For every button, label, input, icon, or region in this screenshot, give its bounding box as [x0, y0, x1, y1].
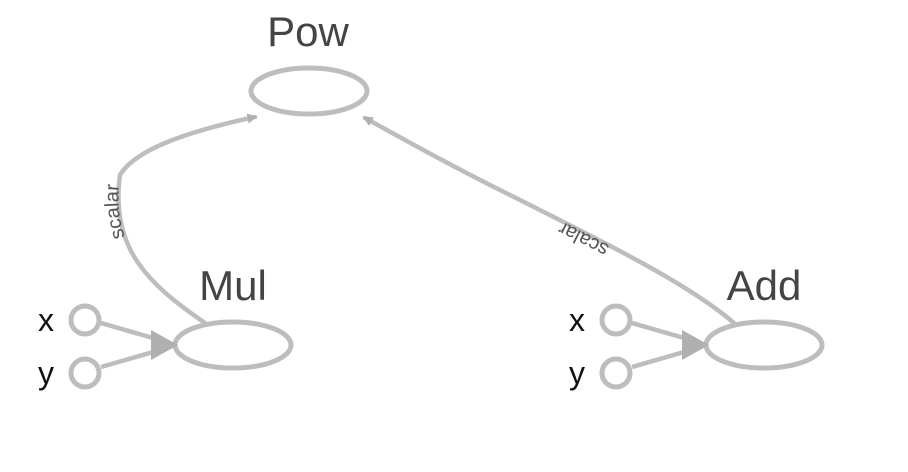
port-mul-y[interactable] — [68, 356, 102, 390]
edge-mul-to-pow[interactable] — [116, 113, 258, 326]
port-label-add-x: x — [569, 302, 585, 338]
node-ellipse-mul[interactable] — [172, 319, 294, 371]
port-edge-add-y — [631, 347, 692, 370]
port-edge-mul-x — [100, 320, 161, 343]
port-label-mul-y: y — [38, 355, 54, 391]
node-title-mul: Mul — [199, 262, 267, 309]
edge-label-add-pow: scalar — [555, 217, 613, 261]
edge-add-to-pow[interactable] — [362, 115, 737, 326]
port-edge-mul-y — [100, 347, 161, 370]
port-add-y[interactable] — [599, 356, 633, 390]
edge-label-mul-pow: scalar — [101, 183, 129, 242]
port-edge-add-x — [631, 320, 692, 343]
port-label-mul-x: x — [38, 302, 54, 338]
port-add-x[interactable] — [599, 303, 633, 337]
node-title-add: Add — [727, 262, 802, 309]
node-pow[interactable]: Pow — [248, 8, 370, 117]
port-label-add-y: y — [569, 355, 585, 391]
arrowhead-add-y — [682, 340, 709, 360]
port-mul-x[interactable] — [68, 303, 102, 337]
node-ellipse-pow[interactable] — [248, 65, 370, 117]
arrowhead-mul-y — [151, 340, 178, 360]
node-ellipse-add[interactable] — [703, 319, 825, 371]
node-add[interactable]: Add x y — [569, 262, 825, 391]
node-mul[interactable]: Mul x y — [38, 262, 294, 391]
node-title-pow: Pow — [267, 8, 349, 55]
